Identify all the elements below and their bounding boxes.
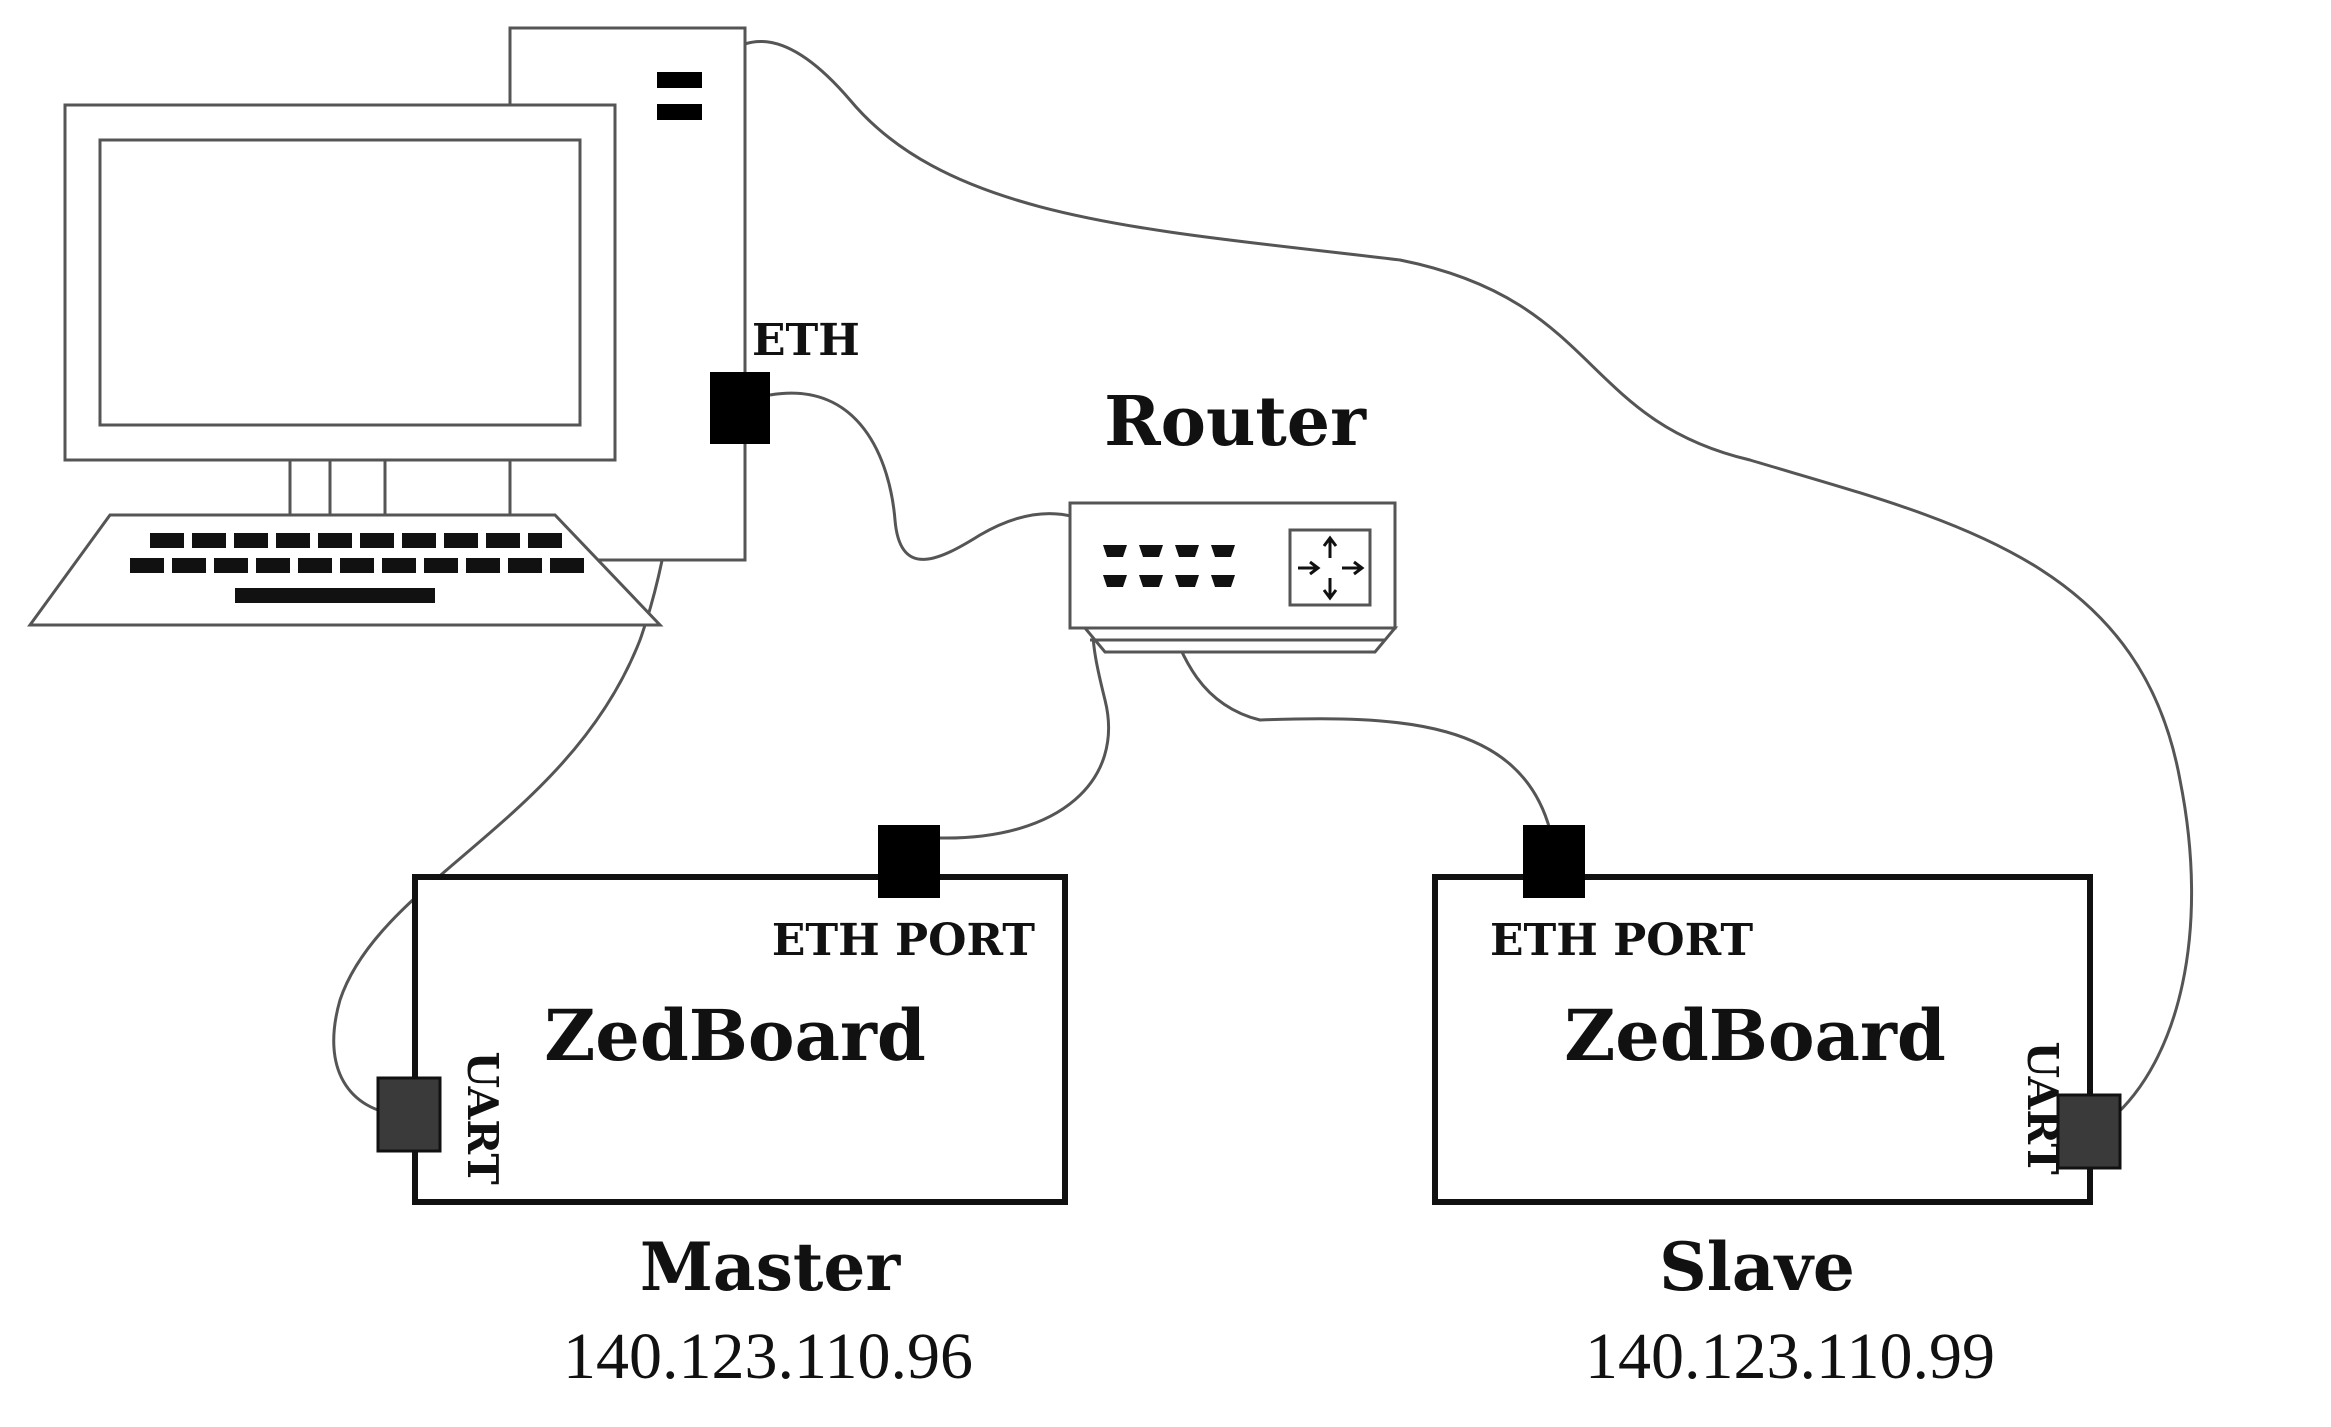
keyboard-key	[508, 558, 542, 573]
keyboard-key	[444, 533, 478, 548]
router-port	[1103, 575, 1127, 587]
keyboard-key	[382, 558, 416, 573]
keyboard-key	[424, 558, 458, 573]
computer: ETH	[27, 26, 860, 627]
slave-uart-port	[2056, 1093, 2122, 1170]
cable-pc-to-slave-uart	[698, 39, 2194, 1122]
keyboard-key	[214, 558, 248, 573]
master-board: ETH PORT ZedBoard UART Master 140.123.11…	[376, 825, 1068, 1393]
monitor-stand	[288, 458, 387, 517]
keyboard-spacebar	[235, 588, 435, 603]
router-port	[1139, 545, 1163, 557]
keyboard-key	[130, 558, 164, 573]
keyboard-key	[360, 533, 394, 548]
master-uart-label: UART	[458, 1051, 507, 1184]
master-board-body	[412, 874, 1068, 1205]
keyboard-key	[256, 558, 290, 573]
slave-board-label: ZedBoard	[1564, 994, 1946, 1077]
router-port	[1175, 545, 1199, 557]
cable-pc-eth-to-router	[769, 391, 1127, 561]
slave-eth-label: ETH PORT	[1490, 915, 1753, 966]
router-port	[1211, 545, 1235, 557]
router-label: Router	[1104, 382, 1367, 462]
router: Router	[1068, 382, 1399, 654]
slave-board: ETH PORT ZedBoard UART Slave 140.123.110…	[1432, 825, 2122, 1393]
router-ports	[1103, 545, 1235, 587]
slave-board-body	[1432, 874, 2093, 1205]
pc-eth-label: ETH	[752, 315, 860, 366]
keyboard-key	[318, 533, 352, 548]
slave-ip-label: 140.123.110.99	[1585, 1320, 1995, 1393]
keyboard-key	[528, 533, 562, 548]
monitor-screen	[98, 138, 582, 427]
usb-port-bottom	[657, 104, 702, 120]
keyboard-key	[340, 558, 374, 573]
router-port	[1211, 575, 1235, 587]
keyboard-key	[276, 533, 310, 548]
master-ip-label: 140.123.110.96	[563, 1320, 973, 1393]
keyboard-key	[172, 558, 206, 573]
keyboard-key	[234, 533, 268, 548]
master-eth-label: ETH PORT	[772, 915, 1035, 966]
slave-role-label: Slave	[1659, 1228, 1855, 1306]
keyboard-key	[486, 533, 520, 548]
router-port	[1139, 575, 1163, 587]
router-port	[1175, 575, 1199, 587]
pc-eth-port	[710, 372, 770, 444]
router-port	[1103, 545, 1127, 557]
master-board-label: ZedBoard	[544, 994, 926, 1077]
keyboard-key	[192, 533, 226, 548]
keyboard-key	[402, 533, 436, 548]
router-arrows-icon	[1298, 535, 1365, 601]
keyboard-key	[150, 533, 184, 548]
slave-uart-label: UART	[2018, 1041, 2067, 1174]
master-eth-port	[878, 825, 940, 898]
master-role-label: Master	[640, 1228, 901, 1306]
slave-eth-port	[1523, 825, 1585, 898]
keyboard-key	[298, 558, 332, 573]
keyboard-keys	[130, 533, 584, 603]
usb-port-top	[657, 72, 702, 88]
keyboard-key	[550, 558, 584, 573]
keyboard-key	[466, 558, 500, 573]
master-uart-port	[376, 1076, 442, 1153]
